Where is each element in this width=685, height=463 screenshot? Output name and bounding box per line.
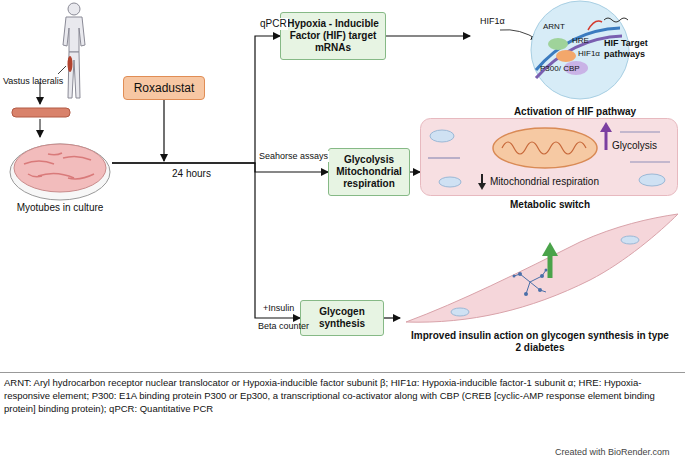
connector-arrow: [112, 36, 280, 163]
annotation-label: ARNT: [543, 22, 573, 32]
connector-arrow: [384, 317, 400, 318]
annotation-label: 24 hours: [172, 168, 232, 180]
assay-box: Hypoxia - Inducible Factor (HIF) target …: [280, 12, 386, 60]
human-figure: [63, 3, 85, 98]
annotation-label: HIF1α: [480, 16, 510, 27]
footnote-rule: [0, 372, 685, 373]
hif-illustration: Activation of HIF pathway: [470, 0, 680, 104]
connector-arrow: [386, 35, 470, 36]
connector-arrow: [112, 163, 328, 172]
node-text: Improved insulin action on glycogen synt…: [410, 330, 670, 354]
annotation-label: P300/ CBP: [540, 64, 580, 74]
node-text: Glycolysis: [344, 154, 394, 166]
leader-arrow: [40, 119, 41, 137]
node-text: Mitochondrial respiration: [490, 176, 620, 188]
muscle-cell-illustration: Improved insulin action on glycogen synt…: [400, 212, 680, 362]
node-text: Activation of HIF pathway: [500, 106, 650, 118]
edge-label: qPCR: [259, 18, 288, 30]
edge-label: Seahorse assays: [258, 151, 329, 162]
connector-arrow: [410, 171, 420, 172]
annotation-label: Created with BioRender.com: [555, 447, 683, 458]
node-text: Metabolic switch: [480, 199, 620, 211]
petri-dish: Myotubes in culture: [8, 138, 112, 228]
annotation-label: HRE: [572, 36, 596, 46]
node-text: Roxadustat: [134, 81, 195, 95]
annotation-label: Beta counter: [258, 321, 328, 332]
node-text: Hypoxia - Inducible Factor (HIF) target …: [285, 18, 381, 54]
node-text: Myotubes in culture: [8, 202, 112, 214]
node-text: Glycolysis: [612, 140, 672, 152]
vastus-lateralis-muscle: [68, 56, 73, 72]
assay-box: GlycolysisMitochondrial respiration: [328, 148, 410, 196]
annotation-label: HIF Target pathways: [604, 38, 664, 60]
footnote-caption: ARNT: Aryl hydrocarbon receptor nuclear …: [4, 377, 681, 415]
hif-illustration-shape: [470, 0, 680, 104]
leader-line: [58, 66, 66, 74]
assay-box: Glycogen synthesis: [300, 300, 384, 336]
connector-arrow: [112, 163, 300, 318]
treatment-arrow: [163, 100, 164, 161]
annotation-label: HIF1α: [578, 49, 608, 59]
node-text: Glycogen synthesis: [305, 306, 379, 330]
drug-box: Roxadustat: [123, 76, 205, 100]
petri-dish-shape: [8, 138, 112, 228]
muscle-strip: [12, 108, 70, 117]
node-text: Mitochondrial respiration: [333, 166, 405, 190]
metabolic-illustration: GlycolysisMitochondrial respirationMetab…: [420, 118, 678, 196]
edge-label: +Insulin: [262, 303, 295, 314]
annotation-label: Vastus lateralis: [3, 76, 73, 87]
